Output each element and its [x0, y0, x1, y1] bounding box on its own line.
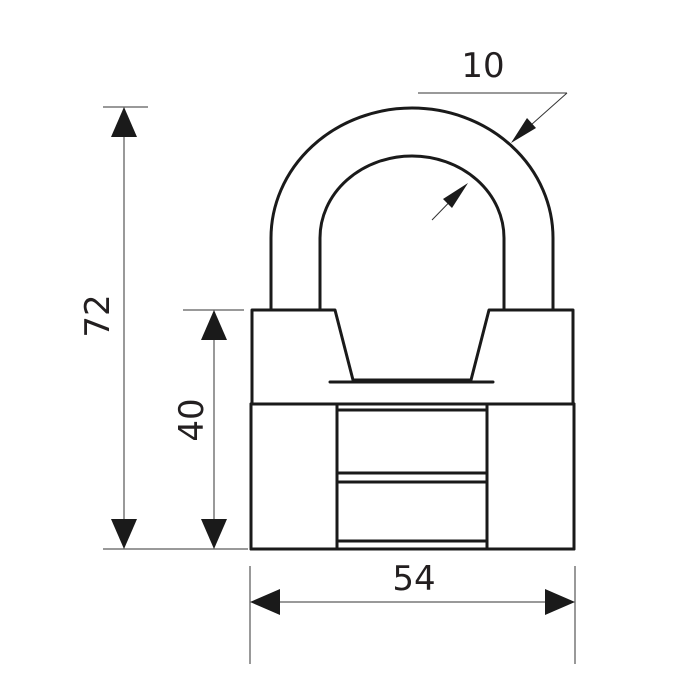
body-width-label: 54 — [392, 559, 435, 599]
arrowhead-left — [250, 589, 280, 615]
body-height-label: 40 — [172, 398, 212, 441]
shackle-inner-outline — [318, 154, 506, 312]
total-height-label: 72 — [78, 294, 118, 337]
padlock-body — [249, 308, 576, 551]
arrowhead-outer — [511, 118, 536, 143]
arrowhead-up — [201, 310, 227, 340]
dimension-body-width: 54 — [249, 559, 576, 664]
arrowhead-right — [545, 589, 575, 615]
dimension-shackle-thickness: 10 — [418, 46, 568, 221]
arrowhead-down — [111, 519, 137, 549]
dimension-body-height: 40 — [172, 309, 244, 549]
shackle-outline — [269, 106, 555, 312]
arrowhead-down — [201, 519, 227, 549]
arrowhead-up — [111, 107, 137, 137]
body-right-block — [485, 402, 576, 551]
shackle-thickness-label: 10 — [461, 46, 504, 86]
dimension-total-height: 72 — [78, 106, 248, 550]
arrowhead-inner — [443, 183, 468, 208]
body-outline — [249, 308, 576, 551]
padlock-shackle — [269, 106, 555, 312]
body-left-block — [249, 402, 339, 551]
